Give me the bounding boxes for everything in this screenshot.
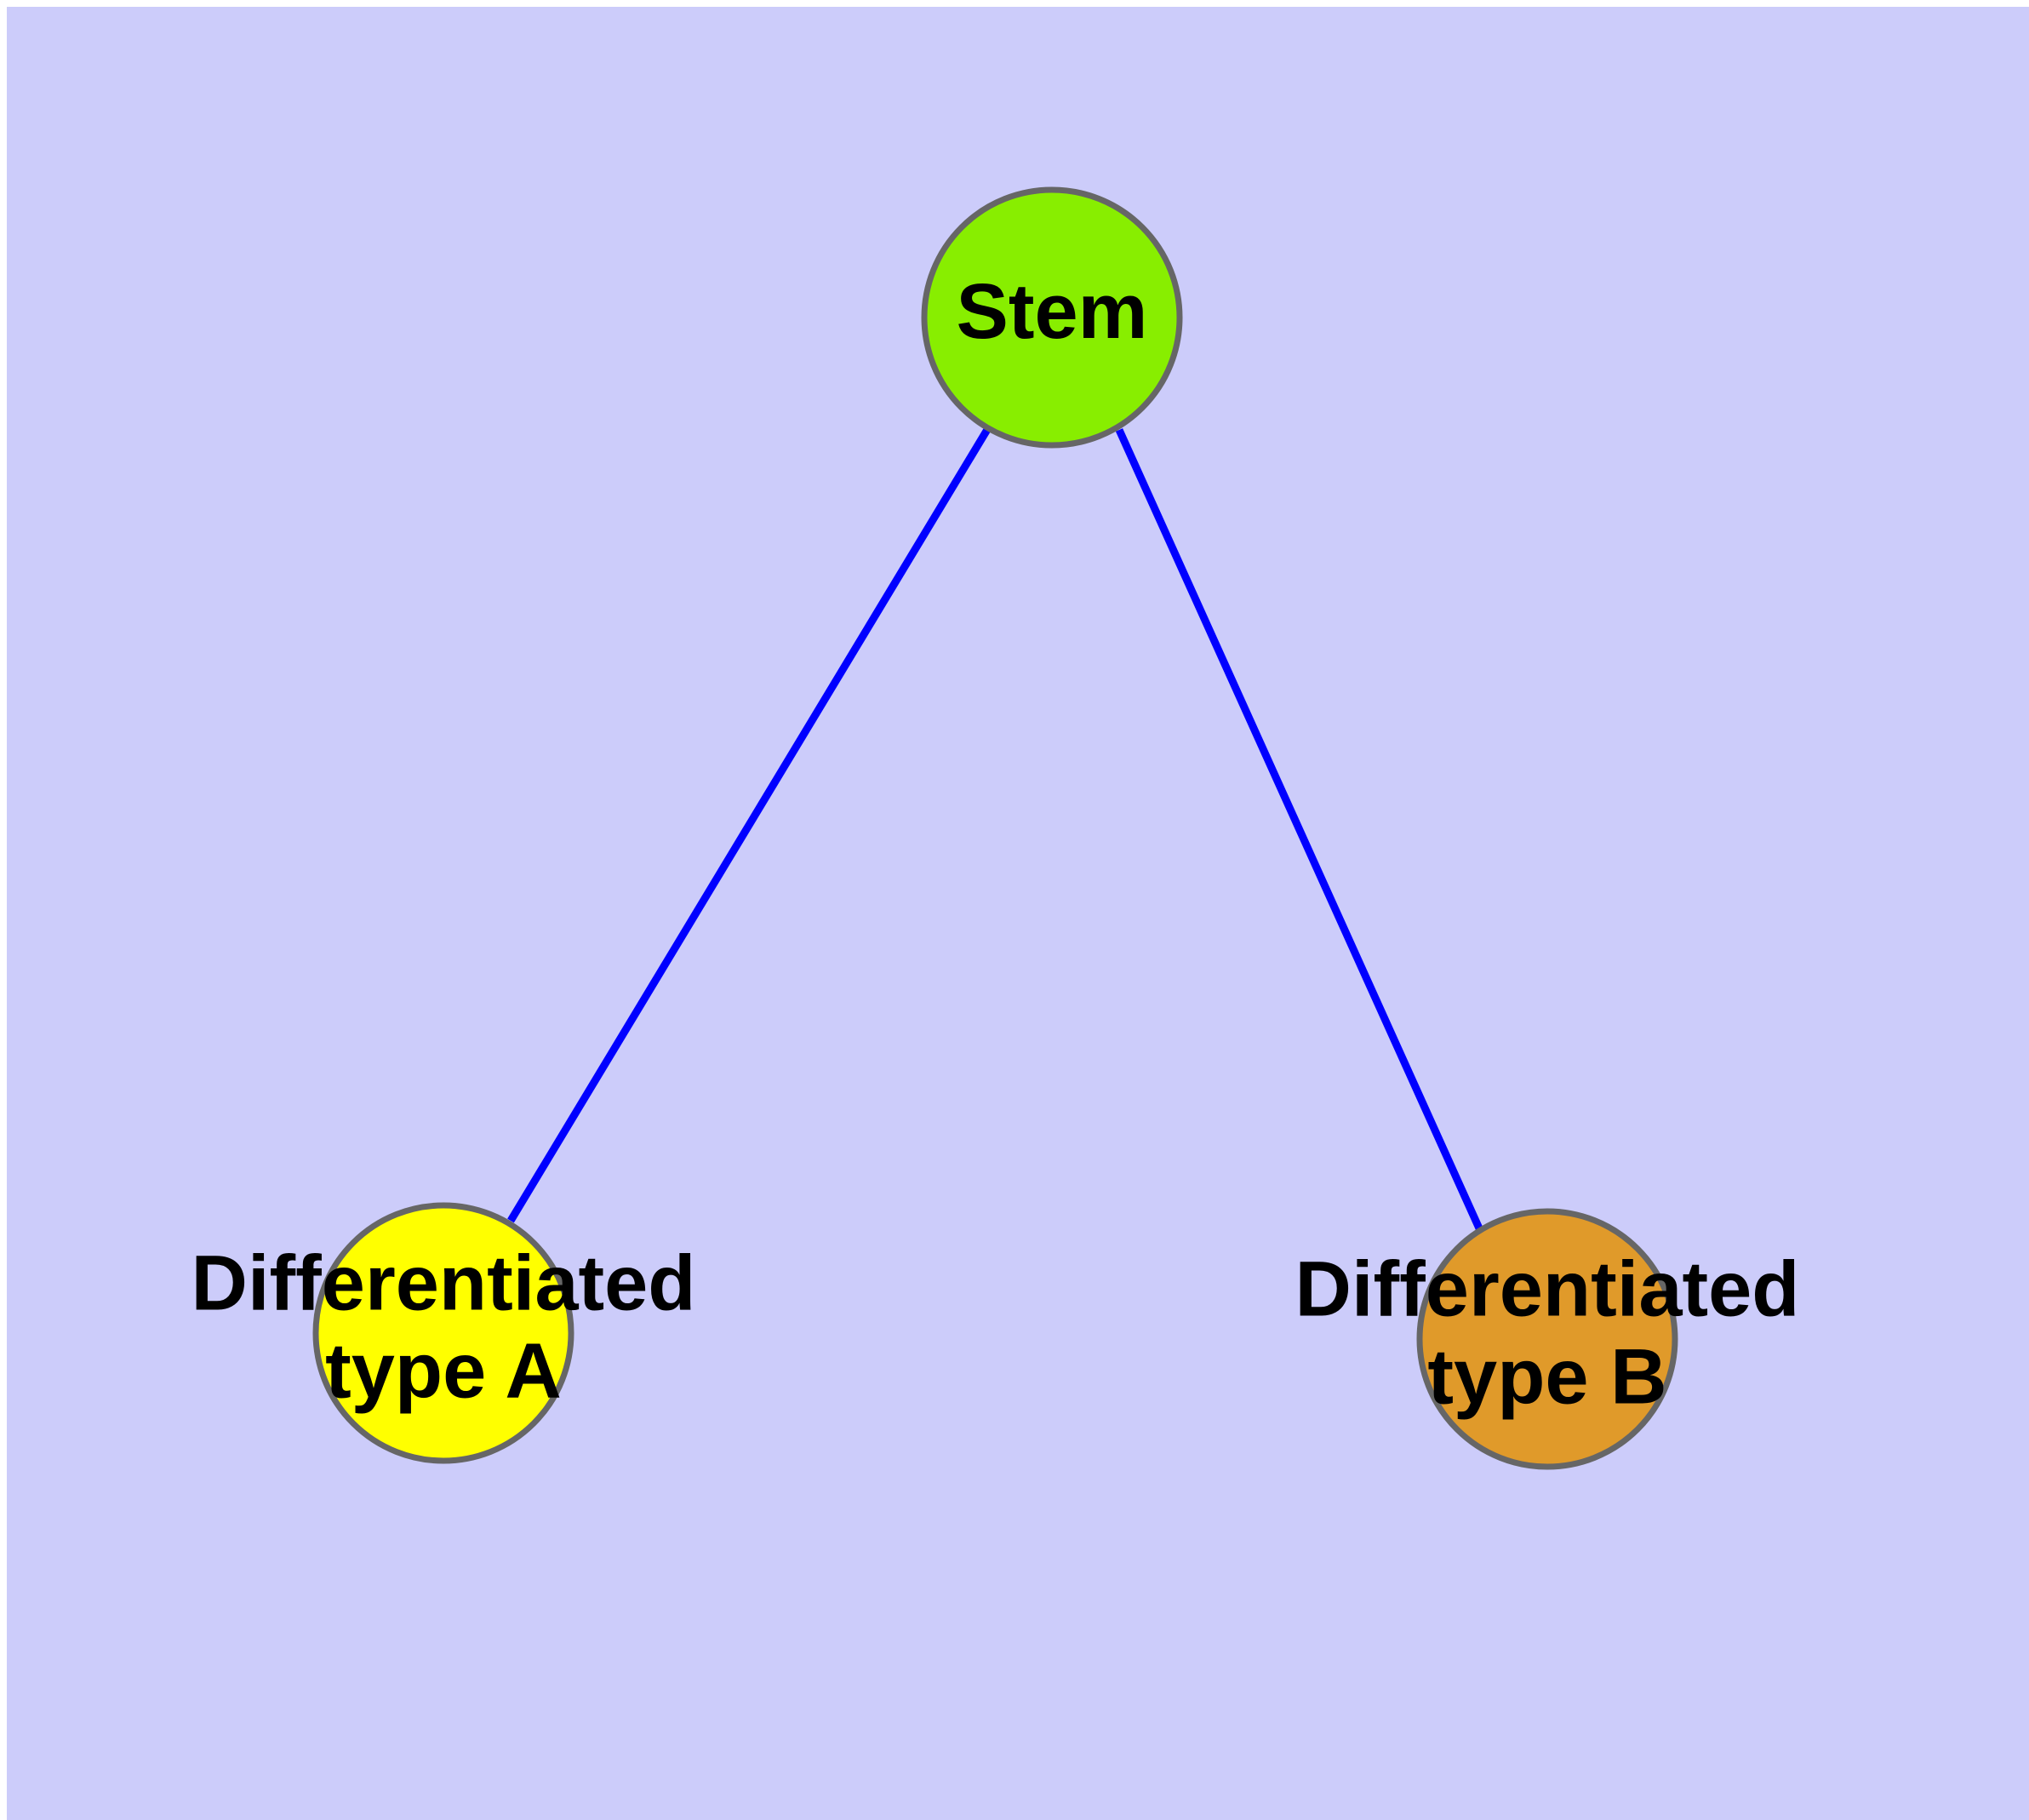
node-label-line: Differentiated (191, 1240, 696, 1327)
node-stem-label: Stem (957, 268, 1148, 355)
edge-layer (507, 426, 1483, 1230)
node-label-line: type B (1427, 1334, 1666, 1421)
node-label-line: Stem (957, 268, 1148, 355)
node-label-line: Differentiated (1295, 1246, 1800, 1333)
node-stem-circle[interactable] (921, 186, 1183, 449)
edge-stem-to-diff-b[interactable] (1115, 428, 1483, 1230)
node-diff-a-circle[interactable] (312, 1202, 574, 1464)
node-diff-b-circle[interactable] (1416, 1208, 1678, 1470)
node-layer (312, 186, 1678, 1470)
node-label-line: type A (325, 1328, 562, 1415)
edge-stem-to-diff-a[interactable] (507, 426, 992, 1223)
